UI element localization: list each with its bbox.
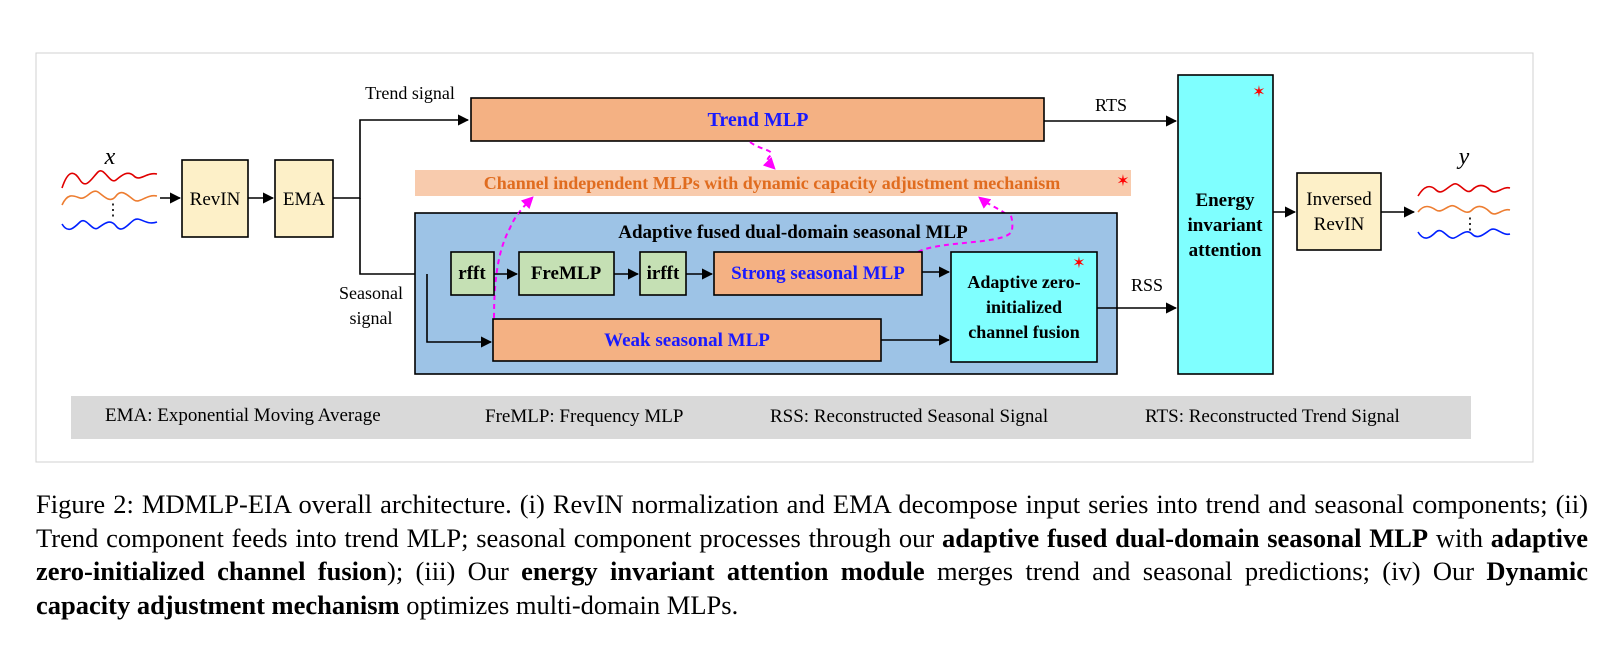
channel-fusion-label-3: channel fusion bbox=[968, 322, 1080, 342]
caption-bold-attention: energy invariant attention module bbox=[521, 556, 925, 586]
rfft-label: rfft bbox=[458, 263, 486, 284]
caption-text: ); (iii) Our bbox=[387, 556, 522, 586]
capacity-arrow-weak-overlay bbox=[493, 212, 520, 319]
capacity-arrow-trend bbox=[749, 141, 776, 170]
fremlp-label: FreMLP bbox=[531, 263, 602, 284]
caption-text: with bbox=[1428, 522, 1491, 553]
fused-seasonal-title: Adaptive fused dual-domain seasonal MLP bbox=[618, 222, 968, 243]
architecture-diagram: ⋮ x RevIN EMA Trend signal Seasonal sign… bbox=[35, 52, 1534, 463]
figure-caption: Figure 2: MDMLP-EIA overall architecture… bbox=[36, 488, 1588, 622]
legend-ema: EMA: Exponential Moving Average bbox=[105, 405, 381, 426]
legend-fremlp: FreMLP: Frequency MLP bbox=[485, 406, 683, 427]
star-icon: ✶ bbox=[1116, 173, 1129, 190]
weak-seasonal-block bbox=[492, 318, 882, 362]
legend-bar bbox=[71, 396, 1471, 439]
caption-bold-fusion: adaptive zero-initialized channel fusion bbox=[36, 522, 1588, 587]
capacity-arrow-strong-overlay bbox=[917, 212, 1014, 253]
ema-label: EMA bbox=[283, 189, 326, 210]
caption-text: merges trend and seasonal predictions; (… bbox=[924, 556, 1487, 586]
seasonal-signal-label-2: signal bbox=[350, 308, 393, 328]
ema-block bbox=[274, 159, 334, 238]
trend-signal-label: Trend signal bbox=[365, 83, 455, 103]
energy-attention-block bbox=[1177, 74, 1274, 375]
irfft-label: irfft bbox=[647, 263, 680, 284]
trend-mlp-block bbox=[470, 97, 1045, 142]
rts-label: RTS bbox=[1095, 95, 1127, 115]
output-y-label: y bbox=[1457, 144, 1470, 170]
input-ellipsis: ⋮ bbox=[105, 202, 121, 219]
channel-fusion-label-1: Adaptive zero- bbox=[967, 272, 1080, 292]
input-x-label: x bbox=[104, 144, 116, 170]
rfft-block bbox=[450, 251, 495, 296]
revin-block bbox=[181, 159, 249, 238]
channel-independent-label: Channel independent MLPs with dynamic ca… bbox=[484, 173, 1061, 193]
caption-text: Figure 2: MDMLP-EIA overall architecture… bbox=[36, 489, 1588, 553]
revin-label: RevIN bbox=[190, 189, 241, 210]
energy-attention-label-3: attention bbox=[1189, 240, 1262, 261]
legend-rts: RTS: Reconstructed Trend Signal bbox=[1145, 406, 1400, 427]
channel-independent-block bbox=[415, 170, 1131, 196]
caption-bold-capacity: Dynamic capacity adjustment mechanism bbox=[36, 556, 1588, 620]
star-icon: ✶ bbox=[1072, 255, 1085, 272]
channel-fusion-block bbox=[950, 251, 1098, 363]
trend-mlp-label: Trend MLP bbox=[708, 109, 809, 131]
inversed-revin-label-2: RevIN bbox=[1314, 214, 1365, 235]
seasonal-signal-label-1: Seasonal bbox=[339, 283, 403, 303]
output-ellipsis: ⋮ bbox=[1462, 216, 1478, 233]
input-series-icon bbox=[61, 170, 158, 231]
inversed-revin-block bbox=[1296, 172, 1382, 251]
weak-seasonal-label: Weak seasonal MLP bbox=[604, 330, 770, 351]
caption-text: optimizes multi-domain MLPs. bbox=[399, 589, 739, 620]
weak-branch-line bbox=[426, 274, 493, 348]
channel-fusion-label-2: initialized bbox=[986, 297, 1062, 317]
rss-label: RSS bbox=[1131, 275, 1163, 295]
irfft-block bbox=[639, 251, 687, 296]
caption-bold-fused: adaptive fused dual-domain seasonal MLP bbox=[941, 522, 1429, 553]
star-icon: ✶ bbox=[1252, 84, 1265, 101]
inversed-revin-label-1: Inversed bbox=[1306, 189, 1372, 210]
energy-attention-label-1: Energy bbox=[1195, 190, 1255, 211]
capacity-arrow-strong bbox=[917, 196, 1014, 253]
output-series-icon bbox=[1417, 183, 1511, 239]
energy-attention-label-2: invariant bbox=[1188, 215, 1264, 236]
trend-branch-line bbox=[333, 114, 470, 199]
strong-seasonal-label: Strong seasonal MLP bbox=[731, 263, 905, 284]
legend-rss: RSS: Reconstructed Seasonal Signal bbox=[770, 406, 1048, 427]
strong-seasonal-block bbox=[713, 251, 923, 296]
